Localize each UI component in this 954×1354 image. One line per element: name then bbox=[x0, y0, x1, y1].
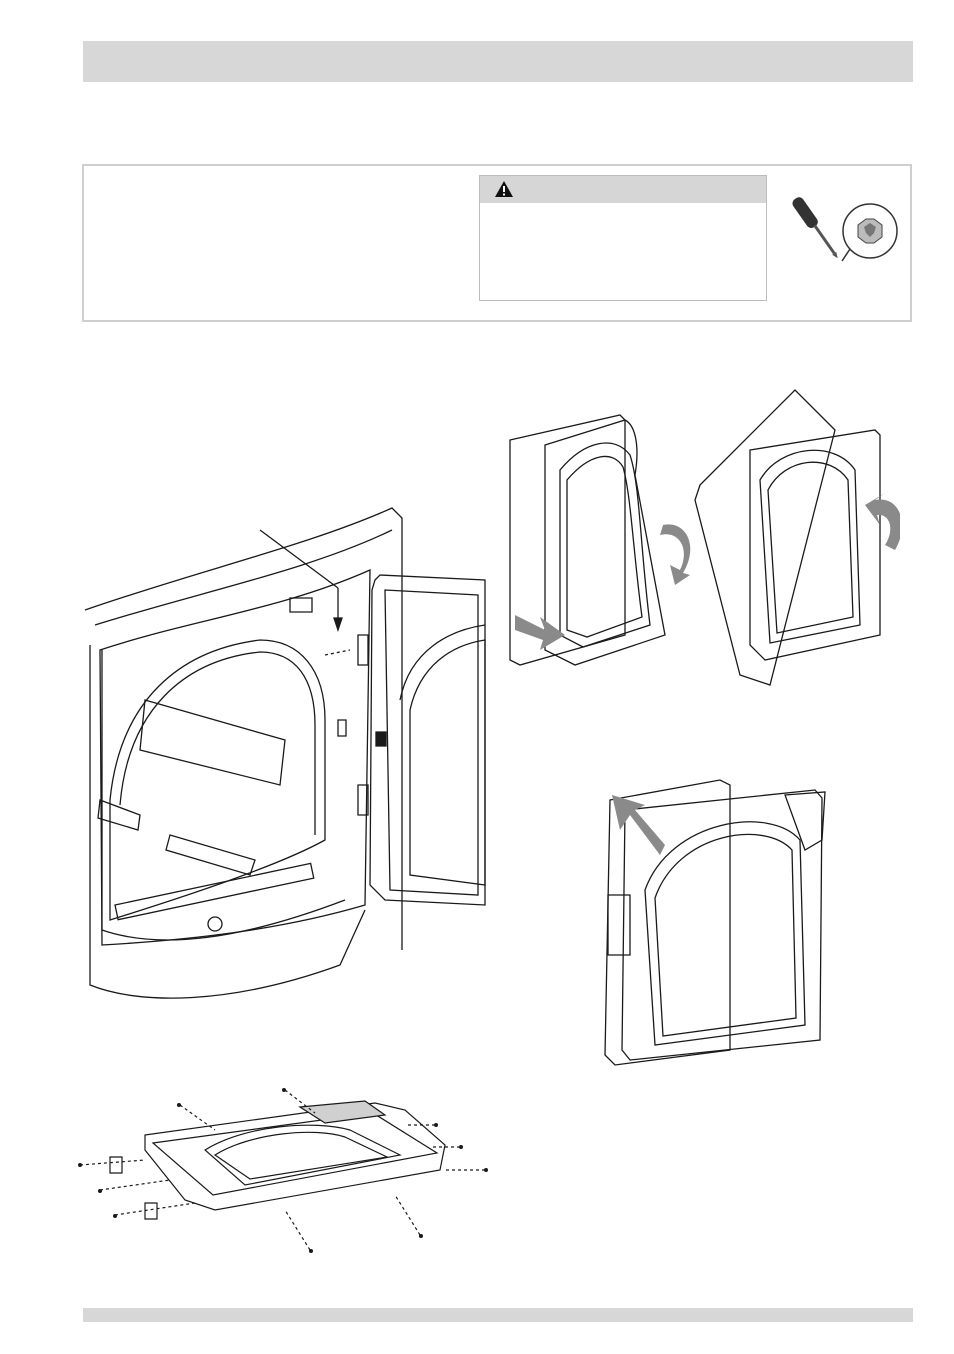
header-bar bbox=[83, 41, 913, 82]
door-panel-rotate-illustration bbox=[505, 385, 900, 695]
dryer-open-door-illustration bbox=[80, 500, 490, 1010]
door-panel-lift-illustration bbox=[590, 770, 835, 1070]
door-exploded-screws-illustration bbox=[78, 1088, 488, 1253]
footer-bar bbox=[83, 1308, 913, 1322]
screwdriver-torx-icon bbox=[792, 197, 898, 286]
warning-box bbox=[479, 175, 767, 301]
info-box bbox=[82, 164, 912, 322]
warning-header bbox=[480, 176, 766, 203]
warning-triangle-icon bbox=[495, 181, 513, 197]
